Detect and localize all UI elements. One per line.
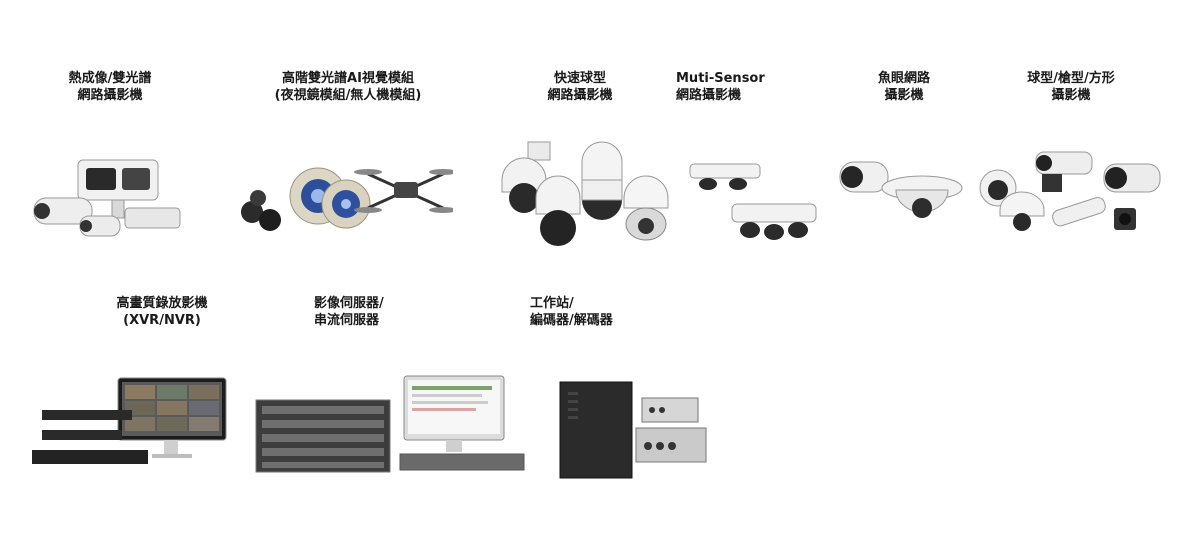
product-label: 高階雙光譜AI視覺模組 (夜視鏡模組/無人機模組): [274, 71, 422, 103]
server-image: [254, 372, 526, 474]
workstation-image: [556, 380, 710, 480]
dome-bullet-box-image: [978, 148, 1163, 238]
ai-module-image: [238, 160, 453, 235]
speed-dome-image: [498, 140, 670, 248]
product-label: 高畫質錄放影機 (XVR/NVR): [116, 296, 208, 328]
product-label: Muti-Sensor 網路攝影機: [676, 71, 765, 103]
product-label: 影像伺服器/ 串流伺服器: [314, 296, 384, 328]
product-label: 工作站/ 編碼器/解碼器: [530, 296, 613, 328]
product-label: 快速球型 網路攝影機: [547, 71, 613, 103]
recorder-image: [30, 376, 230, 468]
fisheye-image: [838, 158, 968, 230]
product-label: 熱成像/雙光譜 網路攝影機: [68, 71, 152, 103]
thermal-camera-image: [30, 150, 185, 245]
product-label: 球型/槍型/方形 攝影機: [1027, 71, 1115, 103]
multi-sensor-image: [686, 160, 818, 245]
product-label: 魚眼網路 攝影機: [877, 71, 930, 103]
